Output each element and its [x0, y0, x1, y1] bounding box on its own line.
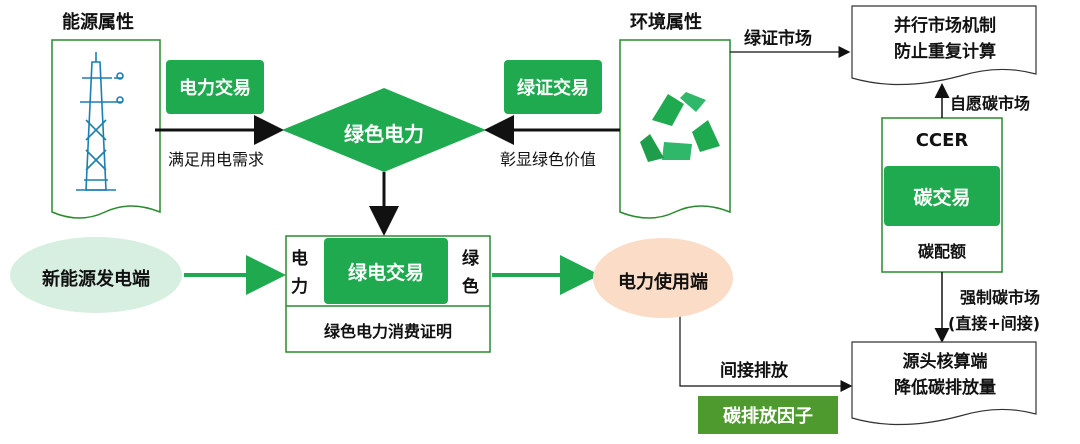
green-trade-box: 绿电交易: [324, 238, 448, 304]
meet-demand-label: 满足用电需求: [168, 150, 265, 169]
mandatory-market-sub-label: (直接+间接): [948, 314, 1041, 333]
power-user-label: 电力使用端: [618, 272, 708, 293]
side-char-li: 力: [291, 277, 308, 297]
green-power-diamond: [282, 88, 486, 172]
indirect-emission-label: 间接排放: [720, 361, 788, 381]
recycle-icon: [640, 92, 720, 162]
parallel-mechanism-line2: 防止重复计算: [894, 42, 996, 62]
emission-factor-box: 碳排放因子: [698, 396, 838, 434]
power-trade-box: 电力交易: [166, 60, 264, 114]
cert-market-label: 绿证市场: [744, 29, 812, 49]
side-char-dian: 电: [291, 249, 308, 269]
parallel-mechanism-line1: 并行市场机制: [894, 16, 996, 36]
energy-attribute-title: 能源属性: [62, 12, 134, 33]
source-accounting-doc: [851, 341, 1037, 426]
show-value-label: 彰显绿色价值: [500, 150, 597, 169]
green-power-label: 绿色电力: [344, 122, 424, 146]
side-char-se: 色: [462, 277, 479, 297]
environment-attribute-title: 环境属性: [630, 12, 702, 33]
carbon-trade-box: 碳交易: [884, 166, 1000, 226]
source-accounting-line1: 源头核算端: [902, 352, 988, 372]
mandatory-market-label: 强制碳市场: [960, 288, 1041, 307]
power-user-ellipse: [593, 238, 733, 318]
ccer-label: CCER: [915, 130, 969, 151]
cert-trade-box: 绿证交易: [504, 60, 602, 114]
side-char-lv: 绿: [462, 249, 479, 269]
energy-attribute-doc: [51, 39, 161, 219]
power-tower-icon: [76, 52, 124, 191]
consumption-cert-label: 绿色电力消费证明: [323, 322, 452, 341]
source-accounting-line2: 降低碳排放量: [894, 378, 996, 398]
environment-attribute-doc: [619, 39, 731, 219]
parallel-mechanism-doc: [851, 5, 1037, 86]
carbon-quota-label: 碳配额: [917, 242, 966, 261]
new-energy-ellipse: [10, 237, 182, 313]
voluntary-market-label: 自愿碳市场: [950, 94, 1031, 113]
new-energy-label: 新能源发电端: [42, 269, 150, 290]
